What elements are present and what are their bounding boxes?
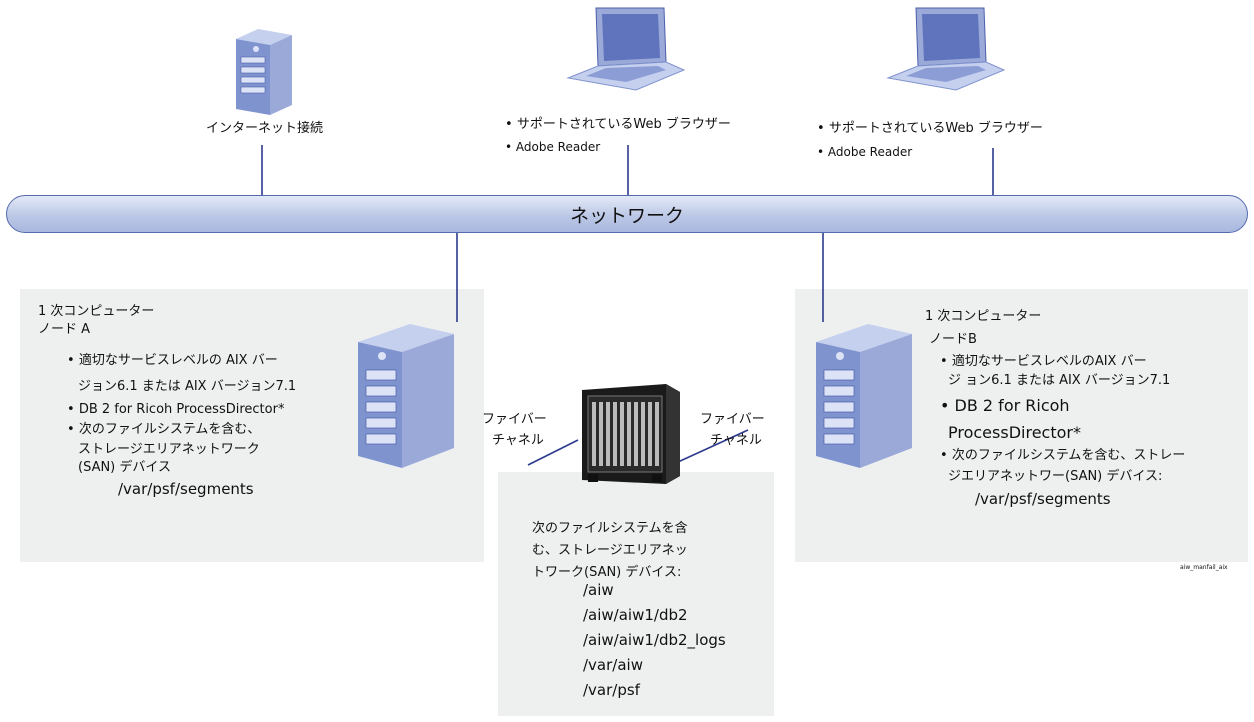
node-b-item-db2: DB 2 for Ricoh xyxy=(940,396,1070,416)
node-a-title: 1 次コンピューター xyxy=(38,304,155,319)
fiber-right-label-2: チャネル xyxy=(710,433,762,448)
fiber-left-label-2: チャネル xyxy=(492,433,544,448)
san-panel xyxy=(498,472,774,716)
san-desc-3: トワーク(SAN) デバイス: xyxy=(532,565,682,580)
client-left-browser: サポートされているWeb ブラウザー xyxy=(505,117,731,133)
node-b-server-icon xyxy=(816,324,912,468)
node-a-path: /var/psf/segments xyxy=(118,480,254,498)
client-right-laptop-icon xyxy=(886,7,1006,91)
client-right-reader: Adobe Reader xyxy=(817,144,912,160)
internet-server-icon xyxy=(236,29,292,115)
node-a-item-fs: 次のファイルシステムを含む、 xyxy=(67,422,261,438)
san-path: /var/aiw xyxy=(583,656,643,674)
client-left-reader: Adobe Reader xyxy=(505,139,600,155)
node-b-subtitle: ノードB xyxy=(929,332,977,347)
node-b-item-fs: 次のファイルシステムを含む、ストレー xyxy=(940,448,1186,464)
figure-id: aiw_manfail_aix xyxy=(1180,564,1228,571)
node-b-item-aix-cont: ジ ョン6.1 または AIX バージョン7.1 xyxy=(948,373,1171,388)
node-a-item-aix: 適切なサービスレベルの AIX バー xyxy=(67,353,278,369)
node-b-item-db2-cont: ProcessDirector* xyxy=(948,423,1081,442)
san-desc-1: 次のファイルシステムを含 xyxy=(532,521,688,536)
node-a-item-fs-cont: ストレージエリアネットワーク xyxy=(78,442,260,457)
node-b-item-aix: 適切なサービスレベルのAIX バー xyxy=(940,354,1147,370)
fiber-left-link xyxy=(527,439,579,466)
node-a-item-fs-cont2: (SAN) デバイス xyxy=(78,460,171,475)
san-path: /var/psf xyxy=(583,681,640,699)
network-label: ネットワーク xyxy=(569,204,684,227)
node-a-server-icon xyxy=(358,324,454,468)
node-b-title: 1 次コンピューター xyxy=(925,309,1042,324)
fiber-right-label-1: ファイバー xyxy=(700,412,765,427)
fiber-right-link xyxy=(677,429,749,463)
node-a-subtitle: ノード A xyxy=(38,322,91,337)
node-b-path: /var/psf/segments xyxy=(975,490,1111,508)
client-right-browser: サポートされているWeb ブラウザー xyxy=(817,121,1043,137)
network-bus: ネットワーク xyxy=(6,195,1248,233)
san-path: /aiw/aiw1/db2 xyxy=(583,606,688,624)
node-a-item-db2: DB 2 for Ricoh ProcessDirector* xyxy=(67,402,285,418)
node-b-item-fs-cont: ジエリアネットワー(SAN) デバイス: xyxy=(948,469,1163,484)
san-desc-2: む、ストレージエリアネッ xyxy=(532,543,688,558)
client-left-laptop-icon xyxy=(566,7,686,91)
san-path: /aiw xyxy=(583,581,614,599)
san-storage-icon xyxy=(582,384,680,484)
node-a-item-aix-cont: ジョン6.1 または AIX バージョン7.1 xyxy=(78,379,297,394)
internet-label: インターネット接続 xyxy=(206,121,324,136)
san-path: /aiw/aiw1/db2_logs xyxy=(583,631,726,649)
fiber-left-label-1: ファイバー xyxy=(482,412,547,427)
